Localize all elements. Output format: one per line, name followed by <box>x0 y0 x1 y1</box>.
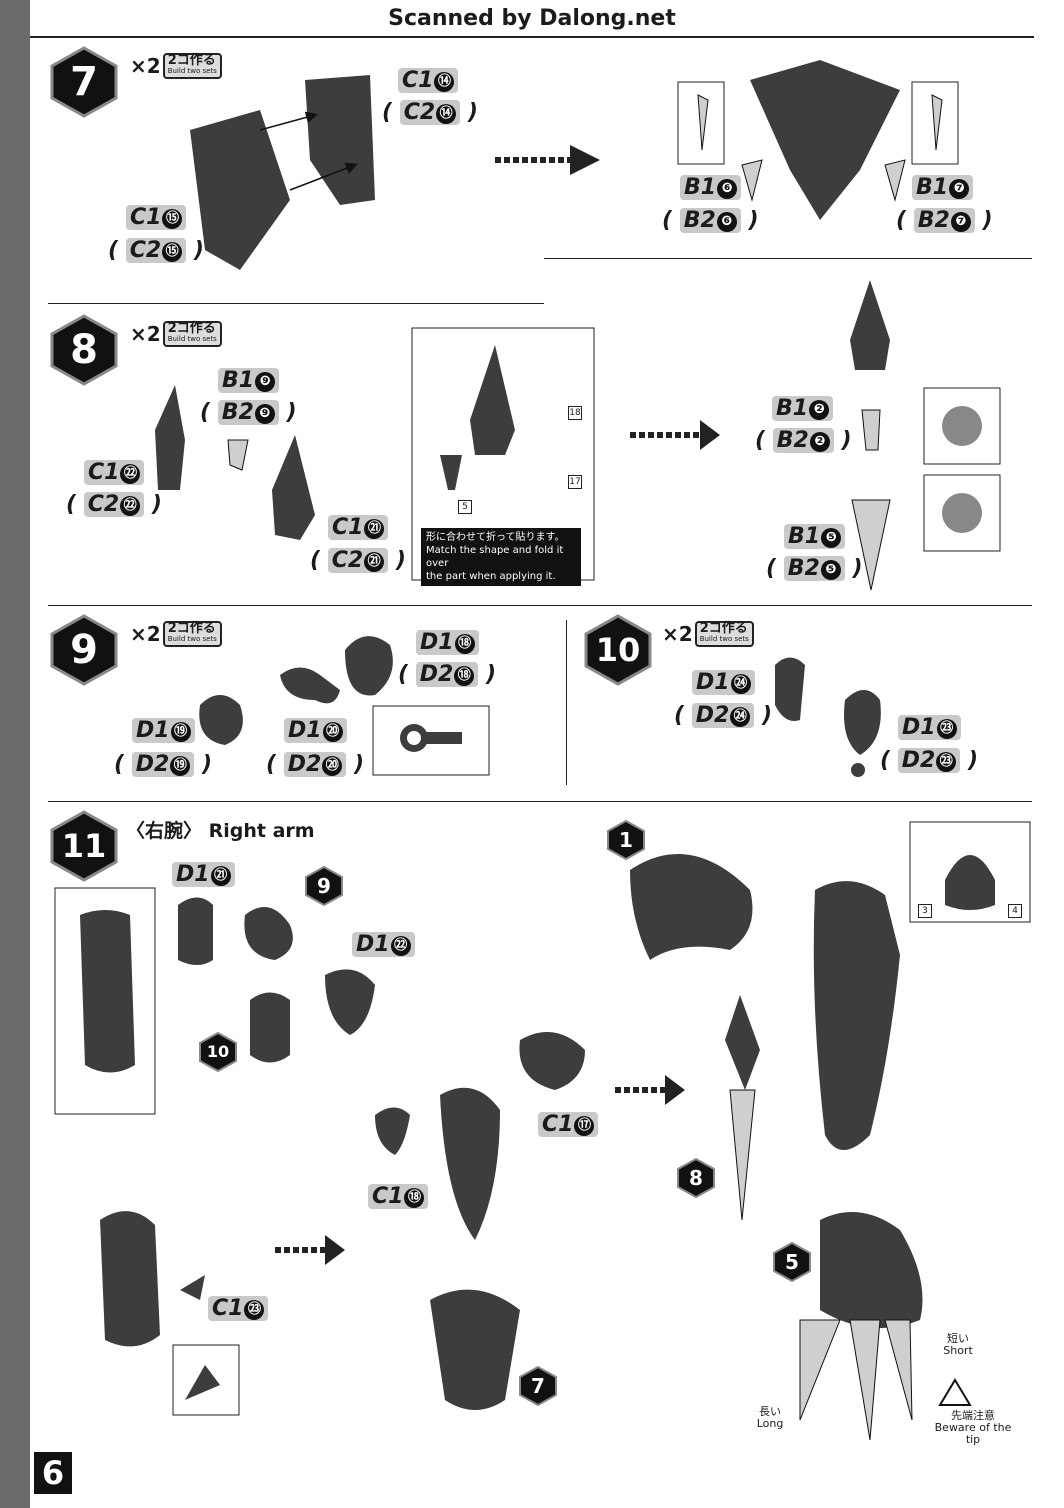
watermark: Scanned by Dalong.net <box>388 6 676 31</box>
ref-step-5: 5 <box>772 1242 812 1282</box>
step-9-badge: 9 <box>48 614 120 686</box>
ref-step-10: 10 <box>198 1032 238 1072</box>
sticker-18: 18 <box>568 406 582 420</box>
left-color-strip <box>0 0 30 1508</box>
divider-7-8 <box>48 303 544 304</box>
ref-step-9: 9 <box>304 866 344 906</box>
sticker-5: 5 <box>458 500 472 514</box>
sticker-3: 3 <box>918 904 932 918</box>
ref-step-8: 8 <box>676 1158 716 1198</box>
sticker-4: 4 <box>1008 904 1022 918</box>
page-number: 6 <box>34 1452 72 1494</box>
ref-step-7: 7 <box>518 1366 558 1406</box>
sticker-17: 17 <box>568 475 582 489</box>
divider-9-10 <box>566 620 567 785</box>
step-7-badge: 7 <box>48 46 120 118</box>
step-11-badge: 11 <box>48 810 120 882</box>
sticker-note: 形に合わせて折って貼ります。Match the shape and fold i… <box>421 528 581 586</box>
step-10-badge: 10 <box>582 614 654 686</box>
step-8-badge: 8 <box>48 314 120 386</box>
divider-8-9 <box>48 605 1032 606</box>
divider-10-11 <box>48 801 1032 802</box>
page-frame <box>30 36 1034 1472</box>
ref-step-1: 1 <box>606 820 646 860</box>
step-11-title: 〈右腕〉 Right arm <box>126 820 315 842</box>
divider-7-8-right <box>544 258 1032 259</box>
